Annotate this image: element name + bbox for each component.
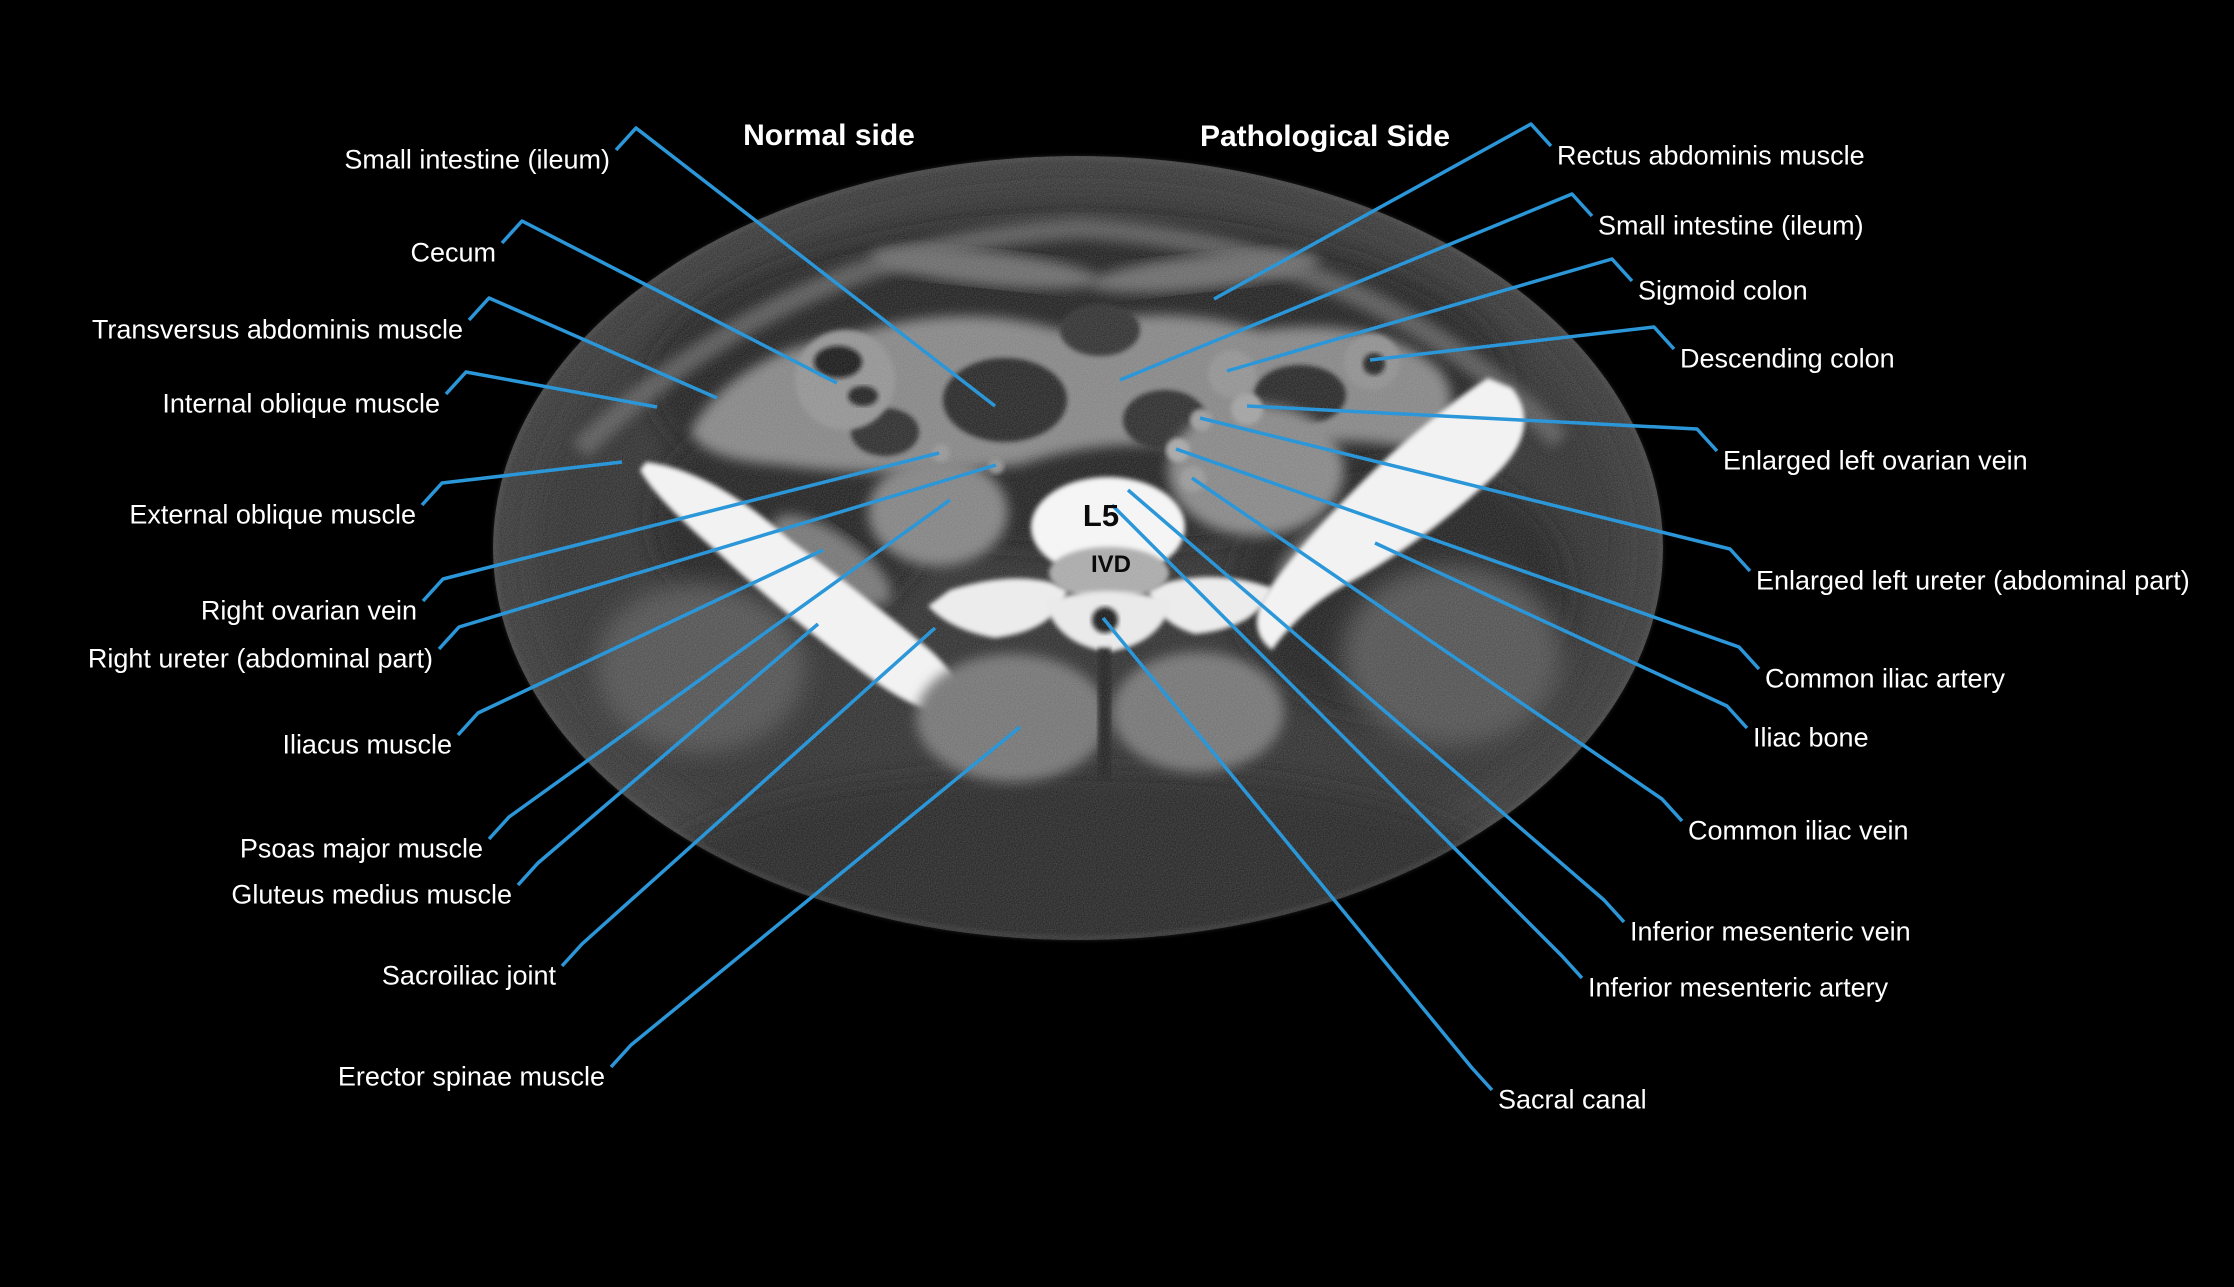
bone-label-l5: L5 bbox=[1082, 498, 1120, 533]
leader-line-left-sacroiliac-joint bbox=[560, 626, 937, 968]
leader-line-left-erector-spinae-muscle bbox=[609, 725, 1022, 1069]
label-left-small-intestine-ileum: Small intestine (ileum) bbox=[344, 144, 610, 175]
label-left-internal-oblique-muscle: Internal oblique muscle bbox=[162, 388, 440, 419]
leader-line-right-small-intestine-ileum bbox=[1119, 192, 1594, 382]
leader-line-right-sacral-canal bbox=[1101, 616, 1494, 1092]
label-left-psoas-major-muscle: Psoas major muscle bbox=[239, 833, 483, 864]
label-right-enlarged-left-ureter-abdominal-part: Enlarged left ureter (abdominal part) bbox=[1756, 565, 2190, 596]
label-right-iliac-bone: Iliac bone bbox=[1753, 722, 1869, 753]
leader-line-left-psoas-major-muscle bbox=[487, 498, 952, 841]
label-left-external-oblique-muscle: External oblique muscle bbox=[129, 499, 416, 530]
leader-line-left-cecum bbox=[500, 219, 838, 385]
label-left-sacroiliac-joint: Sacroiliac joint bbox=[381, 960, 556, 991]
ct-skin-outline bbox=[493, 156, 1663, 940]
leader-line-left-external-oblique-muscle bbox=[420, 460, 623, 507]
label-left-erector-spinae-muscle: Erector spinae muscle bbox=[337, 1061, 605, 1092]
label-left-cecum: Cecum bbox=[410, 237, 496, 268]
leader-line-right-descending-colon bbox=[1369, 325, 1676, 362]
leader-line-right-inferior-mesenteric-artery bbox=[1110, 503, 1584, 980]
leader-line-left-iliacus-muscle bbox=[456, 548, 824, 737]
leader-line-left-right-ovarian-vein bbox=[421, 451, 940, 603]
label-right-sigmoid-colon: Sigmoid colon bbox=[1638, 275, 1808, 306]
label-left-right-ureter-abdominal-part: Right ureter (abdominal part) bbox=[87, 643, 433, 674]
label-right-common-iliac-artery: Common iliac artery bbox=[1765, 663, 2006, 694]
label-left-right-ovarian-vein: Right ovarian vein bbox=[200, 595, 417, 626]
leader-line-right-enlarged-left-ureter-abdominal-part bbox=[1199, 416, 1752, 573]
label-right-inferior-mesenteric-artery: Inferior mesenteric artery bbox=[1588, 972, 1889, 1003]
label-right-small-intestine-ileum: Small intestine (ileum) bbox=[1598, 210, 1864, 241]
leader-line-left-right-ureter-abdominal-part bbox=[437, 463, 997, 651]
label-right-descending-colon: Descending colon bbox=[1680, 343, 1895, 374]
leader-line-right-iliac-bone bbox=[1374, 541, 1749, 730]
header-normal-side: Normal side bbox=[743, 119, 915, 152]
label-right-sacral-canal: Sacral canal bbox=[1498, 1084, 1647, 1115]
leader-line-right-enlarged-left-ovarian-vein bbox=[1246, 404, 1719, 453]
leader-line-left-small-intestine-ileum bbox=[614, 126, 997, 408]
leader-line-right-common-iliac-artery bbox=[1175, 447, 1761, 671]
leader-line-right-inferior-mesenteric-vein bbox=[1126, 488, 1626, 924]
label-right-common-iliac-vein: Common iliac vein bbox=[1688, 815, 1909, 846]
leader-line-left-transversus-abdominis-muscle bbox=[467, 296, 718, 400]
label-right-enlarged-left-ovarian-vein: Enlarged left ovarian vein bbox=[1723, 445, 2028, 476]
leader-line-right-sigmoid-colon bbox=[1226, 257, 1634, 373]
leader-lines bbox=[420, 122, 1761, 1092]
leader-line-left-internal-oblique-muscle bbox=[444, 370, 658, 409]
leader-line-right-rectus-abdominis-muscle bbox=[1213, 122, 1553, 301]
label-left-transversus-abdominis-muscle: Transversus abdominis muscle bbox=[91, 314, 463, 345]
label-right-rectus-abdominis-muscle: Rectus abdominis muscle bbox=[1557, 140, 1865, 171]
label-left-gluteus-medius-muscle: Gluteus medius muscle bbox=[231, 879, 512, 910]
leader-line-left-gluteus-medius-muscle bbox=[516, 622, 820, 887]
label-right-inferior-mesenteric-vein: Inferior mesenteric vein bbox=[1630, 916, 1911, 947]
bone-label-ivd: IVD bbox=[1090, 551, 1132, 578]
label-left-iliacus-muscle: Iliacus muscle bbox=[282, 729, 452, 760]
leader-line-right-common-iliac-vein bbox=[1191, 476, 1684, 823]
header-pathological-side: Pathological Side bbox=[1199, 120, 1451, 153]
